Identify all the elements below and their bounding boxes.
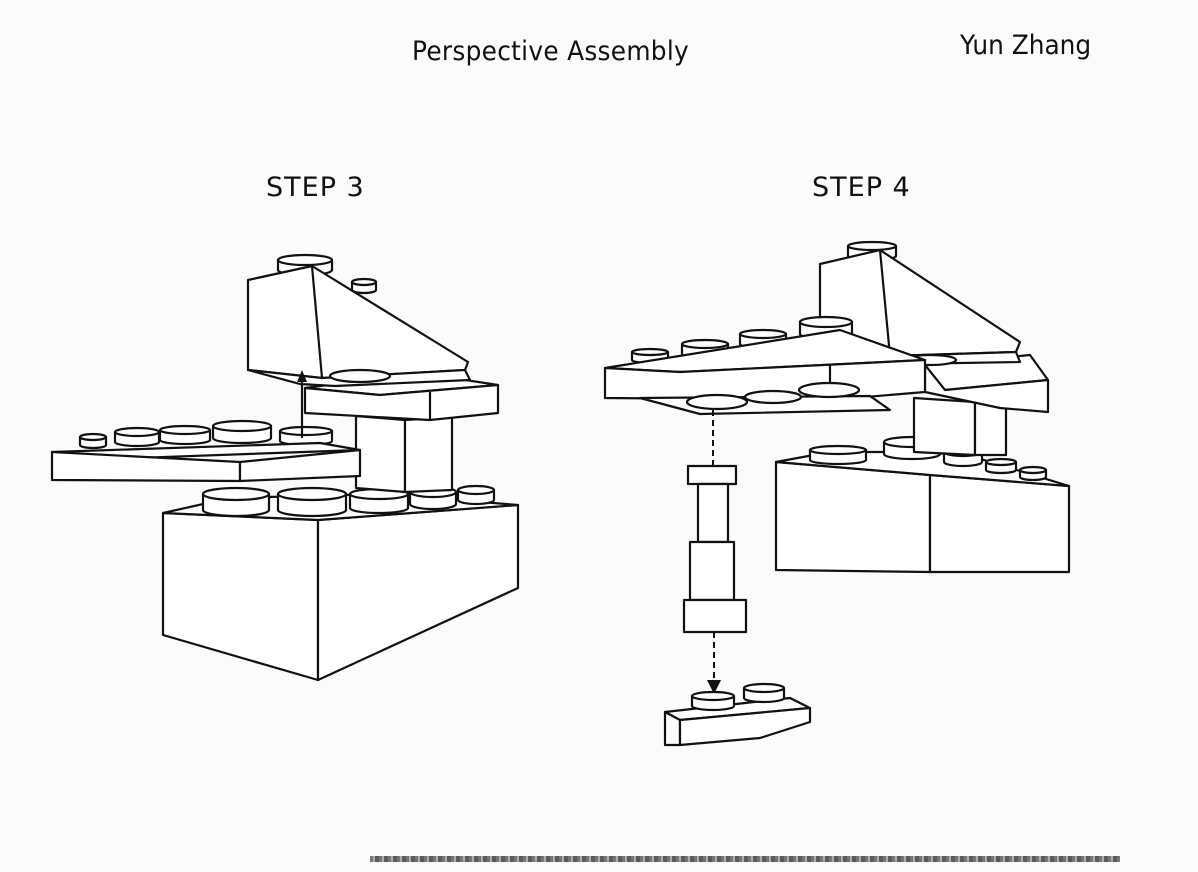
step-4-label: STEP 4 <box>812 172 911 203</box>
page-title: Perspective Assembly <box>412 36 690 67</box>
step3-column-block <box>354 414 454 494</box>
step3-base-studs <box>201 484 496 518</box>
step3-assembly-arrow <box>297 370 307 438</box>
step4-large-plate <box>603 315 927 416</box>
step-3-label: STEP 3 <box>266 172 365 203</box>
step3-slope-brick <box>246 253 472 388</box>
step-3-assembly <box>50 253 520 682</box>
step-4-assembly <box>603 240 1071 747</box>
step4-axle-connector <box>682 410 748 694</box>
step3-left-plate <box>50 419 362 483</box>
step3-base-brick <box>161 492 520 682</box>
step4-column-block <box>912 396 1008 457</box>
step4-small-plate <box>663 682 812 747</box>
step4-base-brick <box>774 435 1071 574</box>
scan-edge-artifact <box>370 856 1120 862</box>
author-name: Yun Zhang <box>960 30 1092 61</box>
